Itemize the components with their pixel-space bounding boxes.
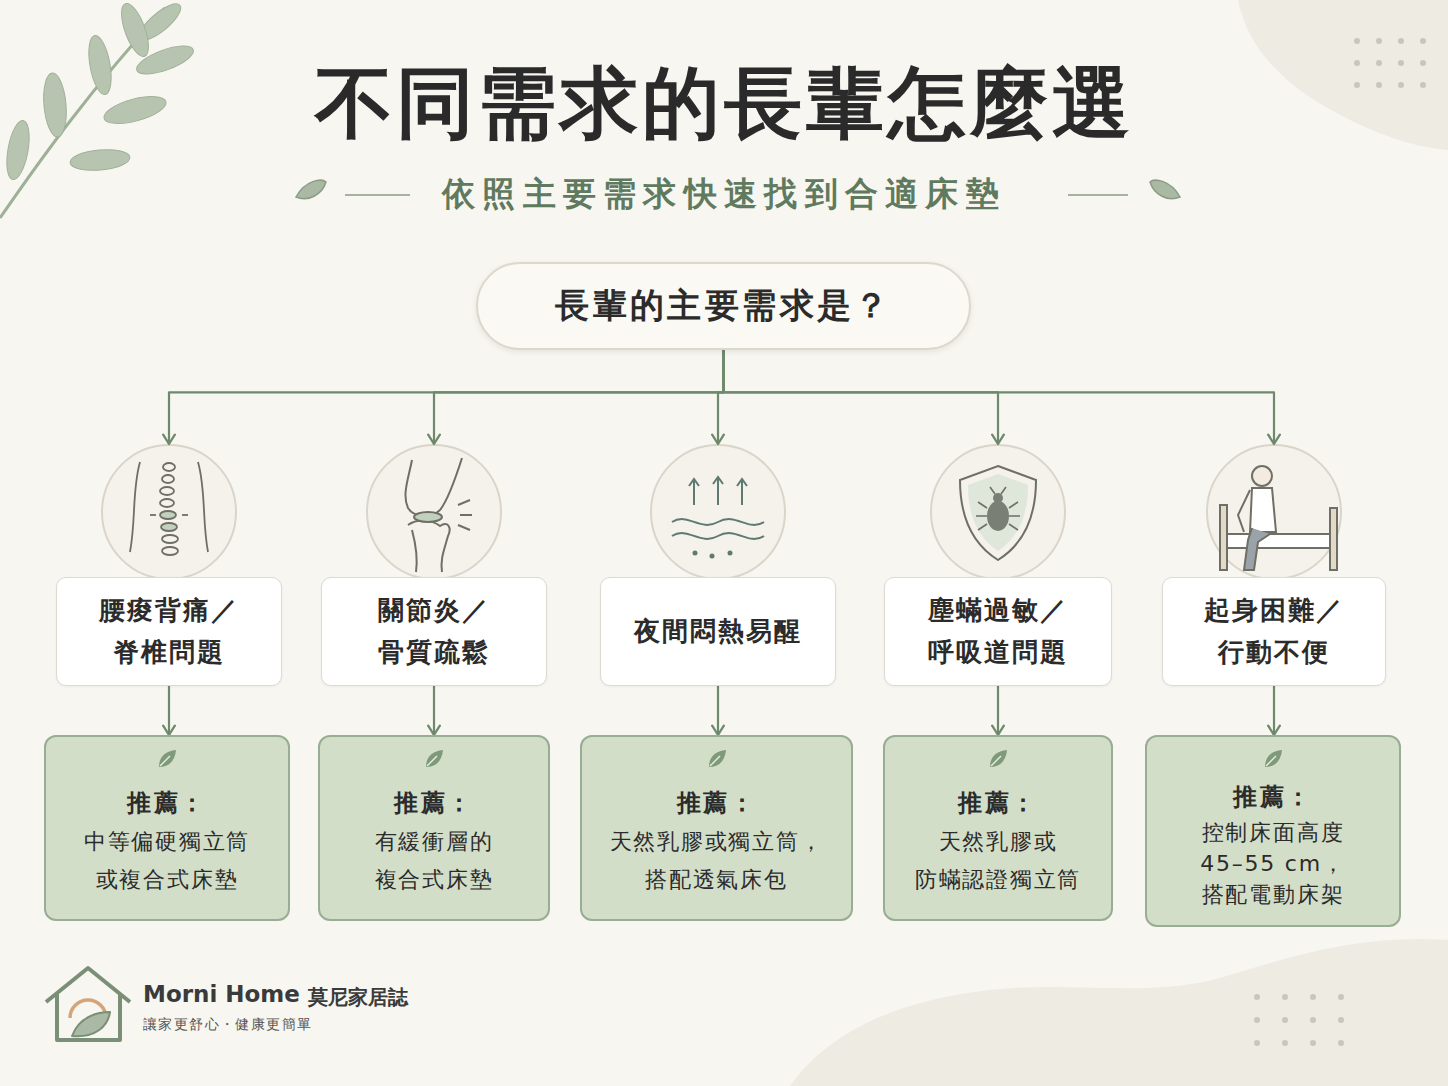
connector-arrow — [434, 350, 724, 444]
connector-arrow — [724, 350, 1275, 444]
corner-blob — [790, 939, 1448, 1086]
recommend-text: 有緩衝層的 複合式床墊 — [369, 823, 499, 900]
dot — [1310, 1017, 1316, 1023]
connector-arrow — [717, 686, 719, 735]
dot — [1354, 38, 1360, 44]
connector-arrow — [997, 686, 999, 735]
shield-mite-icon — [960, 466, 1036, 560]
need-box: 起身困難／ 行動不便 — [1162, 444, 1386, 686]
need-text: 起身困難／ 行動不便 — [1200, 590, 1348, 673]
dot — [1398, 60, 1404, 66]
recommend-text: 天然乳膠或 防蟎認證獨立筒 — [911, 823, 1085, 900]
need-card: 起身困難／ 行動不便 — [1162, 577, 1386, 686]
dot — [1398, 82, 1404, 88]
recommend-box: 推薦： 控制床面高度 45–55 cm， 搭配電動床架 — [1145, 735, 1401, 927]
dot — [1282, 1040, 1288, 1046]
leaf-icon — [986, 747, 1010, 771]
leaf-icon — [422, 747, 446, 771]
recommend-box: 推薦： 有緩衝層的 複合式床墊 — [318, 735, 550, 921]
need-text: 塵蟎過敏／ 呼吸道問題 — [924, 590, 1072, 673]
recommend-heading: 推薦： — [394, 787, 473, 819]
dot — [1310, 994, 1316, 1000]
dot — [1376, 38, 1382, 44]
airflow-icon — [672, 477, 764, 558]
recommend-box: 推薦： 天然乳膠或 防蟎認證獨立筒 — [883, 735, 1113, 921]
need-box: 夜間悶熱易醒 — [600, 444, 836, 686]
recommend-text: 天然乳膠或獨立筒， 搭配透氣床包 — [605, 823, 827, 900]
dot — [1420, 60, 1426, 66]
connector-arrow — [433, 686, 435, 735]
recommend-heading: 推薦： — [1233, 781, 1312, 813]
need-card: 腰痠背痛／ 脊椎問題 — [56, 577, 282, 686]
leaf-branch — [0, 0, 197, 218]
connector-arrow — [168, 686, 170, 735]
knee-icon — [405, 458, 472, 572]
dot — [1338, 994, 1344, 1000]
person-bed-icon — [1220, 466, 1337, 570]
dot — [1338, 1040, 1344, 1046]
need-card: 夜間悶熱易醒 — [600, 577, 836, 686]
recommend-text: 中等偏硬獨立筒 或複合式床墊 — [80, 823, 254, 900]
connector-arrow — [169, 350, 724, 444]
dot — [1398, 38, 1404, 44]
connector-arrow — [724, 350, 999, 444]
dot — [1420, 82, 1426, 88]
recommend-heading: 推薦： — [677, 787, 756, 819]
need-card: 關節炎／ 骨質疏鬆 — [321, 577, 547, 686]
need-box: 關節炎／ 骨質疏鬆 — [321, 444, 547, 686]
question-text: 長輩的主要需求是？ — [555, 283, 892, 329]
corner-blob — [1238, 0, 1448, 150]
recommend-heading: 推薦： — [958, 787, 1037, 819]
need-card: 塵蟎過敏／ 呼吸道問題 — [884, 577, 1112, 686]
title: 不同需求的長輩怎麼選 — [0, 52, 1448, 157]
need-text: 腰痠背痛／ 脊椎問題 — [95, 590, 243, 673]
need-box: 塵蟎過敏／ 呼吸道問題 — [884, 444, 1112, 686]
question-pill: 長輩的主要需求是？ — [476, 262, 971, 350]
dot — [1254, 1017, 1260, 1023]
dot — [1254, 1040, 1260, 1046]
dot — [1282, 1017, 1288, 1023]
spine-icon — [130, 462, 208, 555]
recommend-text: 控制床面高度 45–55 cm， 搭配電動床架 — [1193, 817, 1354, 911]
dot — [1254, 994, 1260, 1000]
recommend-box: 推薦： 天然乳膠或獨立筒， 搭配透氣床包 — [580, 735, 853, 921]
dot — [1310, 1040, 1316, 1046]
recommend-box: 推薦： 中等偏硬獨立筒 或複合式床墊 — [44, 735, 290, 921]
dot — [1354, 82, 1360, 88]
logo-icon — [46, 968, 130, 1040]
tagline: 讓家更舒心・健康更簡單 — [143, 1016, 312, 1034]
brand-name-cn: 莫尼家居誌 — [308, 984, 408, 1011]
dot — [1376, 60, 1382, 66]
dot — [1376, 82, 1382, 88]
dot — [1420, 38, 1426, 44]
brand-name: Morni Home — [143, 981, 300, 1007]
dot — [1338, 1017, 1344, 1023]
subtitle: 依照主要需求快速找到合適床墊 — [0, 172, 1448, 217]
need-text: 夜間悶熱易醒 — [621, 611, 816, 653]
need-box: 腰痠背痛／ 脊椎問題 — [56, 444, 282, 686]
connector-arrow — [1273, 686, 1275, 735]
icon-circles — [102, 445, 1341, 579]
leaf-icon — [155, 747, 179, 771]
recommend-heading: 推薦： — [127, 787, 206, 819]
need-text: 關節炎／ 骨質疏鬆 — [360, 590, 508, 673]
leaf-icon — [705, 747, 729, 771]
dot — [1282, 994, 1288, 1000]
leaf-icon — [1261, 747, 1285, 771]
dot — [1354, 60, 1360, 66]
